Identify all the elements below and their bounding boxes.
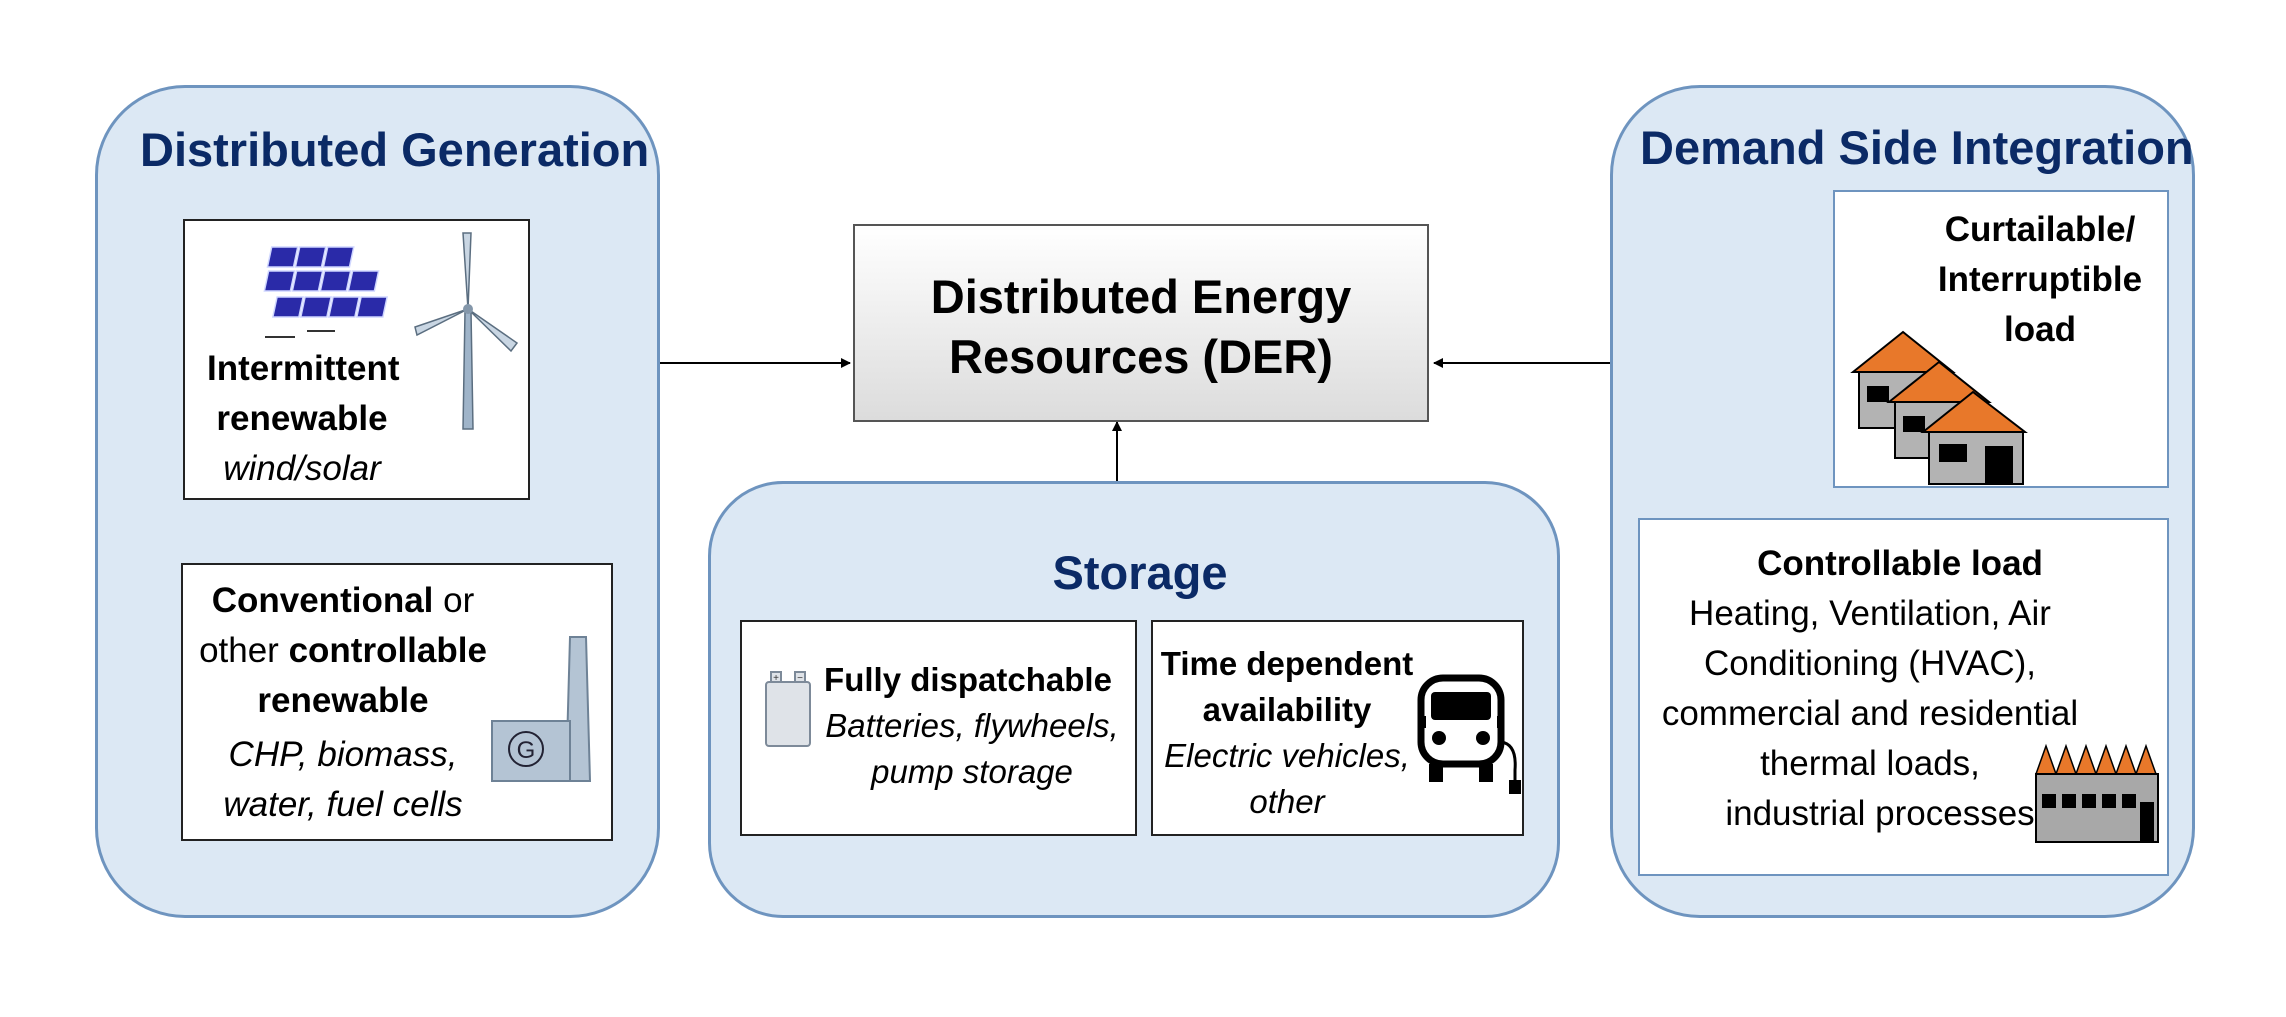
controllable-line5: industrial processes: [1725, 794, 2035, 833]
curtailable-load-box: Curtailable/ Interruptible load: [1833, 190, 2169, 488]
conventional-generation-box: Conventional or other controllable renew…: [181, 563, 613, 841]
controllable-line4: thermal loads,: [1760, 744, 1980, 783]
battery-icon: + −: [765, 671, 811, 747]
generator-symbol: G: [517, 737, 536, 764]
time-dependent-box: Time dependent availability Electric veh…: [1151, 620, 1524, 836]
svg-text:+: +: [773, 673, 779, 684]
intermittent-line2: renewable: [216, 399, 388, 438]
intermittent-detail: wind/solar: [223, 449, 381, 488]
conventional-line3: renewable: [257, 681, 429, 720]
time-dependent-title2: availability: [1202, 691, 1372, 728]
der-title-line2: Resources (DER): [949, 330, 1333, 383]
wind-turbine-icon: [414, 232, 519, 430]
controllable-load-title: Controllable load: [1757, 544, 2043, 583]
curtailable-line3: load: [2004, 310, 2076, 349]
power-plant-icon: G: [491, 636, 592, 782]
der-title-line1: Distributed Energy: [930, 270, 1352, 323]
controllable-line3: commercial and residential: [1661, 694, 2079, 733]
svg-text:−: −: [797, 673, 803, 684]
conventional-detail1: CHP, biomass,: [228, 735, 458, 774]
controllable-load-box: Controllable load Heating, Ventilation, …: [1638, 518, 2169, 876]
time-dependent-detail2: other: [1249, 783, 1325, 820]
intermittent-renewable-box: Intermittent renewable wind/solar: [183, 219, 530, 500]
conventional-line2: other controllable: [193, 627, 493, 675]
conventional-word: Conventional: [211, 581, 434, 620]
curtailable-line1: Curtailable/: [1944, 210, 2136, 249]
curtailable-line2: Interruptible: [1937, 260, 2143, 299]
houses-icon: [1850, 330, 2028, 485]
controllable-line1: Heating, Ventilation, Air: [1689, 594, 2051, 633]
controllable-line2: Conditioning (HVAC),: [1704, 644, 2036, 683]
solar-panels-icon: [263, 246, 389, 338]
der-box: Distributed Energy Resources (DER): [853, 224, 1429, 422]
intermittent-line1: Intermittent: [207, 349, 400, 388]
or-word: or: [433, 581, 475, 620]
fully-dispatchable-detail1: Batteries, flywheels,: [825, 707, 1119, 744]
conventional-line1: Conventional or: [193, 577, 493, 625]
demand-side-title: Demand Side Integration: [1640, 121, 2194, 174]
electric-vehicle-icon: [1417, 674, 1521, 794]
time-dependent-title1: Time dependent: [1160, 645, 1414, 682]
conventional-detail2: water, fuel cells: [223, 785, 463, 824]
fully-dispatchable-title: Fully dispatchable: [824, 661, 1112, 698]
time-dependent-detail1: Electric vehicles,: [1164, 737, 1410, 774]
controllable-word: controllable: [288, 631, 487, 670]
fully-dispatchable-detail2: pump storage: [871, 753, 1073, 790]
storage-title: Storage: [1052, 546, 1228, 599]
fully-dispatchable-box: + − Fully dispatchable Batteries, flywhe…: [740, 620, 1137, 836]
other-word: other: [199, 631, 289, 670]
factory-icon: [2034, 743, 2159, 843]
distributed-generation-title: Distributed Generation: [140, 123, 650, 176]
